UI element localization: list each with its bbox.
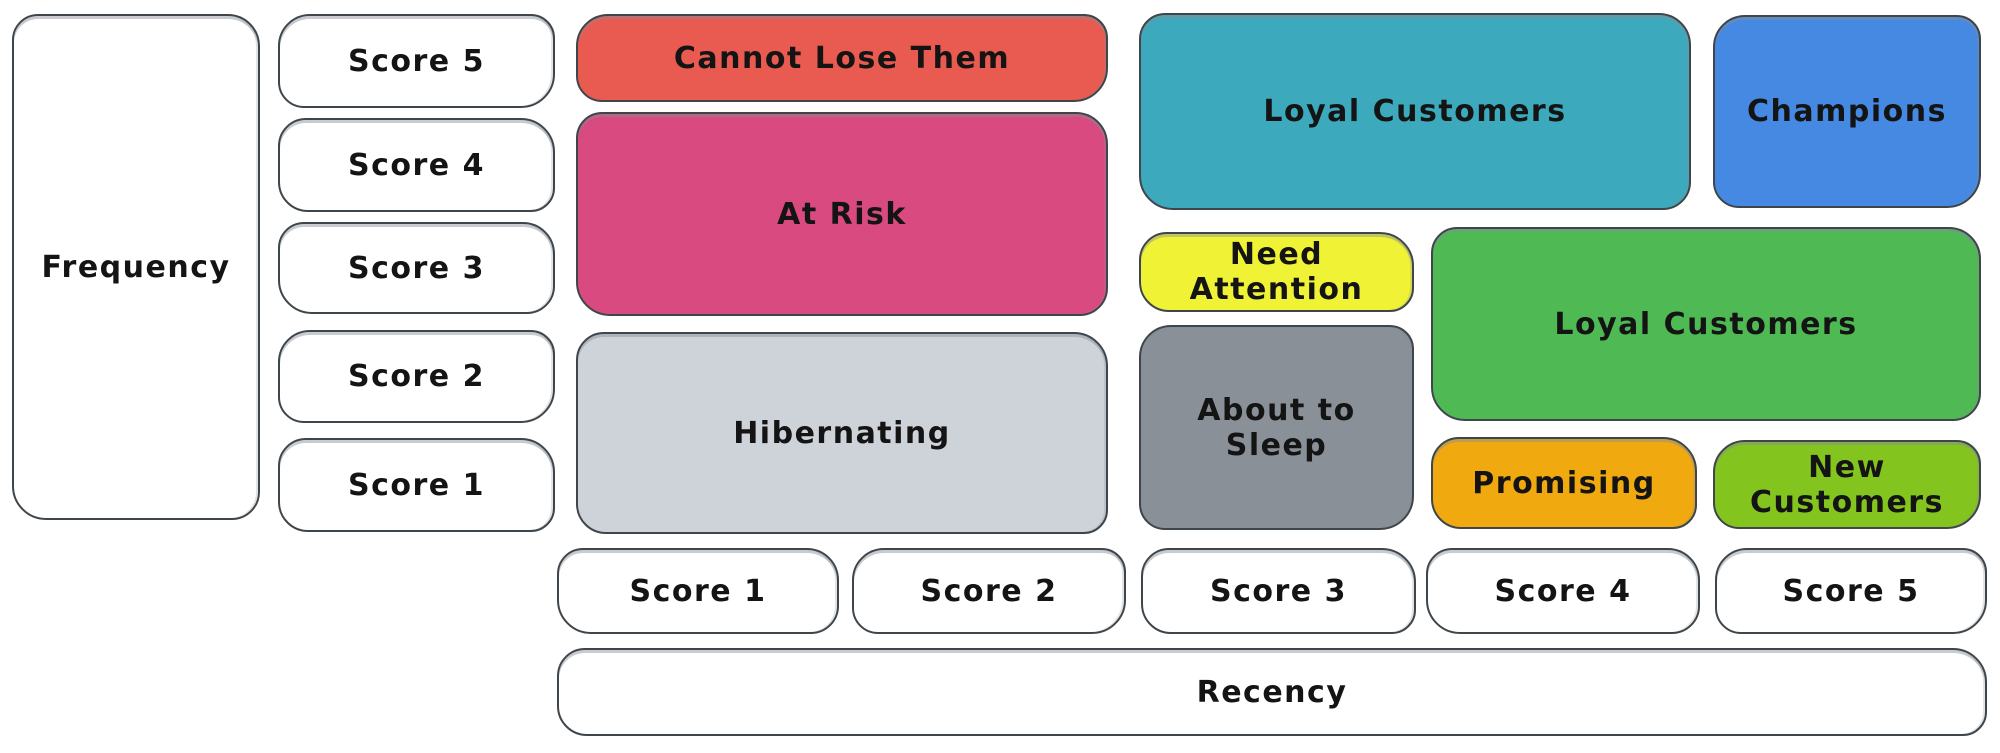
recency-score-5-label: Score 5 [1782,573,1920,609]
frequency-score-5: Score 5 [278,14,555,108]
recency-score-4-label: Score 4 [1494,573,1632,609]
recency-score-2-label: Score 2 [920,573,1058,609]
segment-about-to-sleep: About to Sleep [1139,325,1414,530]
segment-new-customers-label: New Customers [1750,449,1944,520]
segment-hibernating-label: Hibernating [733,415,951,451]
recency-axis-label: Recency [1196,674,1348,710]
frequency-axis-label: Frequency [41,249,231,285]
segment-need-attention-label: Need Attention [1189,237,1364,307]
frequency-score-3-label: Score 3 [348,250,485,286]
frequency-score-2-label: Score 2 [348,359,485,394]
segment-loyal-customers-lower: Loyal Customers [1431,227,1981,421]
frequency-score-4-label: Score 4 [348,147,485,183]
segment-cannot-lose-them-label: Cannot Lose Them [673,40,1011,76]
recency-score-1-label: Score 1 [629,573,767,609]
recency-score-3: Score 3 [1141,548,1416,634]
segment-loyal-customers-lower-label: Loyal Customers [1554,306,1858,342]
segment-loyal-customers-upper: Loyal Customers [1139,13,1691,210]
segment-champions: Champions [1713,15,1981,208]
recency-score-3-label: Score 3 [1210,573,1347,609]
segment-promising: Promising [1431,437,1697,529]
frequency-score-2: Score 2 [278,330,555,423]
segment-about-to-sleep-label: About to Sleep [1197,392,1356,463]
frequency-score-1-label: Score 1 [348,467,485,503]
frequency-score-1: Score 1 [278,438,555,532]
segment-need-attention: Need Attention [1139,232,1414,312]
segment-at-risk-label: At Risk [777,196,907,232]
recency-score-2: Score 2 [852,548,1126,634]
segment-hibernating: Hibernating [576,332,1108,534]
recency-score-4: Score 4 [1426,548,1700,634]
segment-new-customers: New Customers [1713,440,1981,529]
frequency-score-3: Score 3 [278,222,555,314]
recency-score-1: Score 1 [557,548,839,634]
frequency-axis-box: Frequency [12,14,260,520]
frequency-score-4: Score 4 [278,118,555,212]
segment-champions-label: Champions [1747,94,1947,129]
segment-loyal-customers-upper-label: Loyal Customers [1263,94,1567,129]
segment-at-risk: At Risk [576,112,1108,316]
segment-promising-label: Promising [1472,465,1656,501]
recency-axis-box: Recency [557,648,1987,736]
frequency-score-5-label: Score 5 [348,43,485,79]
segment-cannot-lose-them: Cannot Lose Them [576,14,1108,102]
recency-score-5: Score 5 [1715,548,1987,634]
